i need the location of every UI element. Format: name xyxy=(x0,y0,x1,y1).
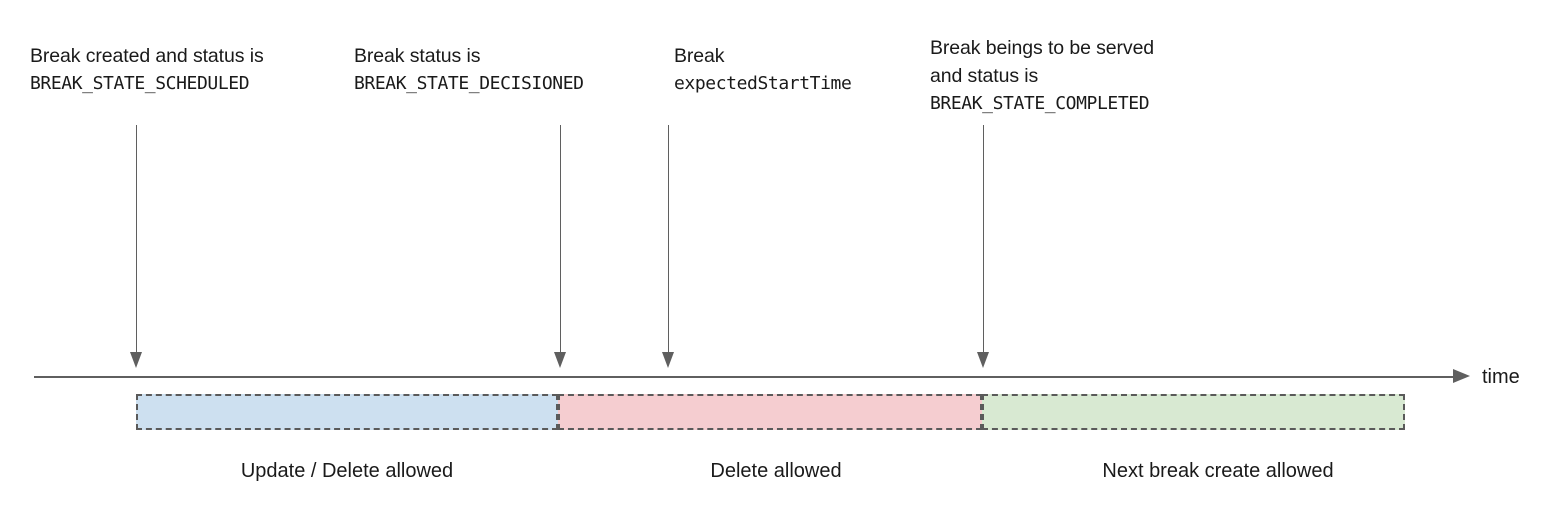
arrow-head-down-icon xyxy=(129,352,142,368)
phase-caption-decisioned: Delete allowed xyxy=(710,460,842,482)
pointer-arrow-expected-start-time xyxy=(661,125,675,368)
annotation-break-created: Break created and status is BREAK_STATE_… xyxy=(30,42,264,98)
annotation-line-1: Break xyxy=(674,45,725,67)
pointer-arrow-completed xyxy=(976,125,990,368)
pointer-arrow-decisioned xyxy=(553,125,567,368)
annotation-line-2: BREAK_STATE_DECISIONED xyxy=(354,73,584,94)
arrow-head-down-icon xyxy=(976,352,989,368)
arrow-shaft xyxy=(982,125,985,353)
arrow-head-down-icon xyxy=(661,352,674,368)
annotation-line-1: Break beings to be served xyxy=(930,37,1155,59)
phase-caption-scheduled: Update / Delete allowed xyxy=(240,460,454,482)
annotation-line-3: BREAK_STATE_COMPLETED xyxy=(930,93,1150,114)
phase-caption-completed: Next break create allowed xyxy=(1102,460,1334,482)
phase-bar-completed xyxy=(982,394,1405,430)
phase-bar-scheduled xyxy=(136,394,558,430)
arrow-shaft xyxy=(667,125,670,353)
arrow-shaft xyxy=(559,125,562,353)
annotation-break-decisioned: Break status is BREAK_STATE_DECISIONED xyxy=(354,42,584,98)
arrow-head-down-icon xyxy=(553,352,566,368)
timeline-arrow-right-icon xyxy=(1453,369,1470,383)
annotation-break-completed: Break beings to be served and status is … xyxy=(930,34,1154,118)
annotation-line-2: BREAK_STATE_SCHEDULED xyxy=(30,73,250,94)
annotation-break-expected-start-time: Break expectedStartTime xyxy=(674,42,852,98)
annotation-line-2: expectedStartTime xyxy=(674,73,852,94)
pointer-arrow-scheduled xyxy=(129,125,143,368)
time-axis-label: time xyxy=(1482,366,1520,388)
annotation-line-1: Break status is xyxy=(354,45,481,67)
phase-bar-decisioned xyxy=(558,394,982,430)
timeline-axis-line xyxy=(34,376,1453,378)
arrow-shaft xyxy=(135,125,138,353)
annotation-line-1: Break created and status is xyxy=(30,45,264,67)
annotation-line-2: and status is xyxy=(930,65,1039,87)
